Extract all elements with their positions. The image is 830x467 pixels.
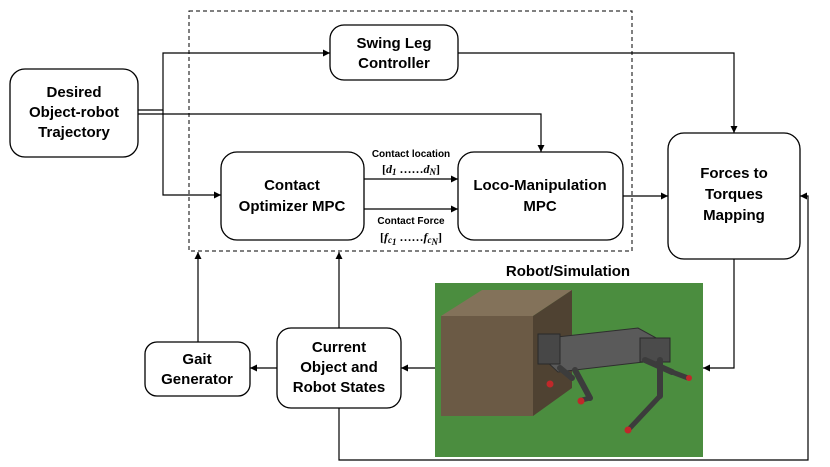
robot-leg-rear-right-lower [627, 393, 663, 431]
desired-line-3: Trajectory [38, 124, 110, 141]
loco-manipulation-mpc-box: Loco-Manipulation MPC [457, 151, 624, 241]
arrow-current-feedback-to-forces [338, 192, 809, 461]
foot-tip-2 [577, 397, 585, 405]
desired-line-2: Object-robot [29, 104, 119, 121]
robot-leg-front-right [572, 367, 593, 401]
robot-leg-rear-left-lower [669, 369, 691, 381]
desired-trajectory-box: Desired Object-robot Trajectory [9, 68, 139, 158]
arrow-desired-to-contact-optimizer [162, 110, 221, 199]
contact-optimizer-line-1: Contact [264, 177, 320, 194]
forces-line-3: Mapping [703, 207, 765, 224]
contact-location-label: Contact location [372, 149, 450, 160]
arrow-swing-leg-to-forces [458, 52, 738, 133]
robot-leg-front-left [557, 365, 575, 381]
foot-tip-3 [624, 426, 632, 434]
robot-simulation-title: Robot/Simulation [506, 263, 630, 280]
forces-to-torques-box: Forces to Torques Mapping [667, 132, 801, 260]
contact-location-vector: [d1 ……dN] [382, 162, 440, 177]
forces-line-2: Torques [705, 186, 763, 203]
current-line-1: Current [312, 339, 366, 356]
desired-line-1: Desired [46, 84, 101, 101]
contact-force-vector: [fc1 ……fcN] [380, 230, 442, 247]
contact-optimizer-mpc-box: Contact Optimizer MPC [220, 151, 365, 241]
arrow-desired-to-loco-manipulation [138, 113, 545, 152]
robot-head [537, 333, 561, 365]
arrow-forces-to-robot [703, 259, 735, 372]
gait-line-2: Generator [161, 371, 233, 388]
quadruped-robot [537, 327, 692, 434]
loco-manipulation-line-1: Loco-Manipulation [473, 177, 606, 194]
gait-line-1: Gait [182, 351, 211, 368]
current-states-box: Current Object and Robot States [276, 327, 402, 409]
crate-top-face [441, 290, 572, 316]
swing-leg-controller-box: Swing Leg Controller [329, 24, 459, 81]
quadruped-robot-pushing-box-render [435, 283, 703, 457]
foot-tip-4 [686, 375, 692, 381]
swing-leg-line-1: Swing Leg [357, 35, 432, 52]
foot-tip-1 [546, 380, 554, 388]
crate-front-face [441, 316, 533, 416]
current-line-2: Object and [300, 359, 378, 376]
contact-optimizer-line-2: Optimizer MPC [239, 198, 346, 215]
current-line-3: Robot States [293, 379, 386, 396]
arrow-desired-to-swing-leg [138, 49, 330, 111]
swing-leg-line-2: Controller [358, 55, 430, 72]
mpc-group-dashed-boundary [188, 10, 633, 252]
contact-force-label: Contact Force [377, 216, 445, 227]
loco-manipulation-line-2: MPC [523, 198, 557, 215]
gait-generator-box: Gait Generator [144, 341, 251, 397]
forces-line-1: Forces to [700, 165, 768, 182]
